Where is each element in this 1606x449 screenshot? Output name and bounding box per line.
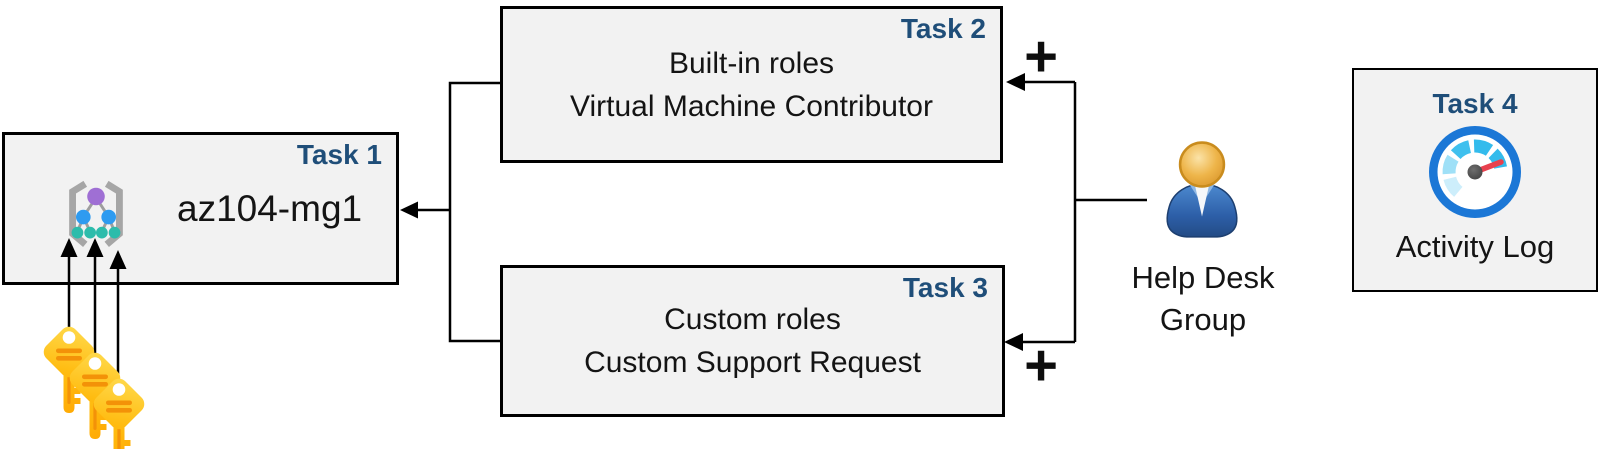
plus-icon-task2: +: [1024, 24, 1058, 89]
task2-box: Task 2 Built-in roles Virtual Machine Co…: [500, 6, 1003, 163]
management-group-icon: [55, 177, 137, 264]
arrowhead-into-task2: [1006, 73, 1025, 91]
task1-label: Task 1: [296, 139, 382, 170]
plus-icon-task3: +: [1024, 333, 1058, 398]
gauge-icon: [1425, 122, 1525, 227]
task1-box: Task 1 az104-mg1: [2, 132, 399, 285]
task4-caption: Activity Log: [1395, 229, 1555, 264]
actor-caption: Help Desk Group: [1098, 257, 1308, 341]
task3-line1: Custom roles: [664, 303, 841, 336]
management-group-name: az104-mg1: [177, 187, 363, 229]
key-icons: [40, 323, 148, 449]
task3-label: Task 3: [902, 272, 988, 303]
arrowhead-into-task3: [1004, 333, 1023, 351]
actor-caption-line1: Help Desk: [1131, 260, 1275, 295]
task4-box: Task 4 Act: [1352, 68, 1598, 292]
user-group-icon: [1151, 139, 1253, 246]
task4-label: Task 4: [1432, 88, 1518, 119]
task2-line1: Built-in roles: [668, 46, 835, 80]
key-icon: [40, 323, 98, 413]
task3-box: Task 3 Custom roles Custom Support Reque…: [500, 265, 1005, 417]
key-icon: [66, 349, 124, 439]
arrowhead-into-task1: [400, 201, 418, 219]
connector-tasks-to-task1: [416, 81, 500, 343]
task2-label: Task 2: [900, 13, 986, 44]
key-icon: [90, 375, 148, 449]
actor-caption-line2: Group: [1159, 302, 1247, 337]
task3-line2: Custom Support Request: [584, 346, 921, 379]
task2-line2: Virtual Machine Contributor: [570, 89, 933, 123]
